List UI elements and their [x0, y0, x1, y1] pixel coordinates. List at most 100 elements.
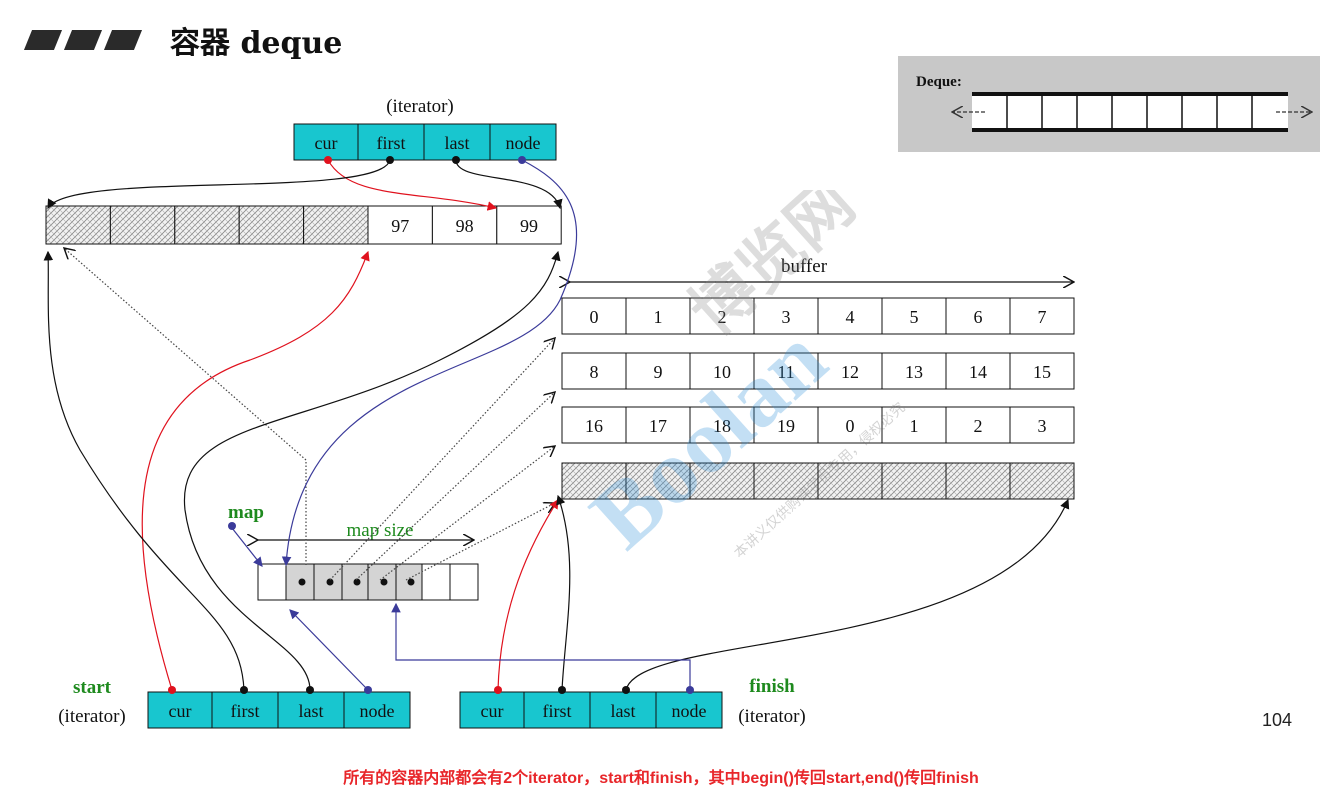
- map-slot: [421, 563, 451, 601]
- map-slot: [367, 563, 397, 601]
- buffer-cell: [945, 462, 1011, 500]
- page-number: 104: [1261, 710, 1292, 730]
- top-cur-link: [327, 159, 498, 211]
- top-buffer-value: 99: [520, 216, 538, 236]
- buffer-cell: [561, 352, 627, 390]
- buffer-value: 8: [590, 362, 599, 382]
- top-iterator-field-node: [489, 123, 557, 161]
- buffer-cell: [753, 462, 819, 500]
- map-slot-pointer: [326, 578, 334, 586]
- buffer-cell: [753, 297, 819, 335]
- finish-label: finish: [749, 676, 795, 697]
- finish-iterator-field-label: last: [611, 701, 636, 721]
- buffer-cell: [817, 406, 883, 444]
- buffer-value: 4: [846, 307, 855, 327]
- buffer-cell: [817, 297, 883, 335]
- buffer-cell: [881, 462, 947, 500]
- top-buffer-cell: [45, 205, 111, 245]
- buffer-value: 12: [841, 362, 859, 382]
- buffer-cell: [625, 462, 691, 500]
- map-to-buffer0-link: [329, 338, 555, 581]
- buffer-cell: [689, 297, 755, 335]
- finish-iterator-field-last: [589, 691, 657, 729]
- top-last-link: [455, 159, 563, 210]
- top-iterator-field-label: cur: [315, 133, 338, 153]
- map-slot-pointer: [407, 578, 415, 586]
- map-to-buffer3-link: [405, 503, 555, 581]
- buffer-value: 10: [713, 362, 731, 382]
- buffer-value: 1: [910, 416, 919, 436]
- buffer-value: 0: [846, 416, 855, 436]
- page-title: 容器 deque: [170, 26, 343, 61]
- iterator-dots: [168, 156, 694, 694]
- start-first-link: [43, 250, 245, 691]
- finish-iterator-field-label: first: [543, 701, 572, 721]
- finish-iterator: cur first last node: [459, 691, 723, 729]
- buffer-value: 14: [969, 362, 987, 382]
- buffer-value: 0: [590, 307, 599, 327]
- buffer-value: 6: [974, 307, 983, 327]
- buffer-cell: [689, 406, 755, 444]
- map-label: map: [228, 502, 264, 523]
- finish-iterator-field-label: cur: [481, 701, 504, 721]
- finish-iterator-field-first: [523, 691, 591, 729]
- start-label: start: [73, 677, 112, 698]
- start-node-link: [289, 609, 369, 691]
- buffer-cell: [1009, 297, 1075, 335]
- top-buffer: 97 98 99: [45, 205, 562, 245]
- buffer-value: 2: [718, 307, 727, 327]
- start-iterator-field-label: cur: [169, 701, 192, 721]
- buffer-cell: [689, 462, 755, 500]
- inset-label: Deque:: [916, 74, 962, 90]
- deque-inset: Deque:: [898, 56, 1320, 152]
- buffer-value: 13: [905, 362, 923, 382]
- top-buffer-value: 98: [456, 216, 474, 236]
- map-slot-pointer: [353, 578, 361, 586]
- buffer-cell: [945, 297, 1011, 335]
- top-buffer-cell: [496, 205, 562, 245]
- start-cur-link: [141, 250, 370, 691]
- top-iterator-field-label: node: [506, 133, 541, 153]
- finish-iterator-field-label: node: [672, 701, 707, 721]
- finish-cur-link: [497, 498, 559, 691]
- top-buffer-value: 97: [391, 216, 409, 236]
- buffer-value: 18: [713, 416, 731, 436]
- buffer-value: 7: [1038, 307, 1047, 327]
- buffer-cell: [561, 406, 627, 444]
- map-to-buffer2-link: [379, 446, 555, 581]
- inset-tube: [972, 94, 1288, 130]
- buffer-value: 15: [1033, 362, 1051, 382]
- map-slot: [257, 563, 287, 601]
- map-to-top-buffer-link: [64, 248, 307, 565]
- buffer-label: buffer: [781, 256, 828, 277]
- start-last-link: [183, 250, 561, 691]
- title-bar: 容器 deque: [23, 18, 343, 62]
- footer-note: 所有的容器内部都会有2个iterator，start和finish，其中begi…: [343, 770, 979, 787]
- top-buffer-cell: [174, 205, 240, 245]
- buffer-cell: [945, 352, 1011, 390]
- buffer-cell: [561, 462, 627, 500]
- buffer-cell: [881, 297, 947, 335]
- buffer-value: 9: [654, 362, 663, 382]
- top-buffer-cell: [303, 205, 369, 245]
- buffer-value: 2: [974, 416, 983, 436]
- buffer-cell: [625, 406, 691, 444]
- top-iterator-field-label: first: [377, 133, 406, 153]
- buffer-value: 11: [777, 362, 794, 382]
- buffer-value: 3: [1038, 416, 1047, 436]
- map-to-buffer1-link: [355, 392, 555, 581]
- buffer-value: 16: [585, 416, 603, 436]
- finish-node-link: [391, 602, 691, 690]
- buffer-cell: [817, 352, 883, 390]
- buffer-cell: [1009, 406, 1075, 444]
- map-slot-pointer: [380, 578, 388, 586]
- top-buffer-cell: [109, 205, 176, 245]
- connectors: [43, 159, 1070, 691]
- buffer-value: 19: [777, 416, 795, 436]
- start-iterator-field-label: last: [299, 701, 324, 721]
- start-caption: (iterator): [58, 706, 126, 727]
